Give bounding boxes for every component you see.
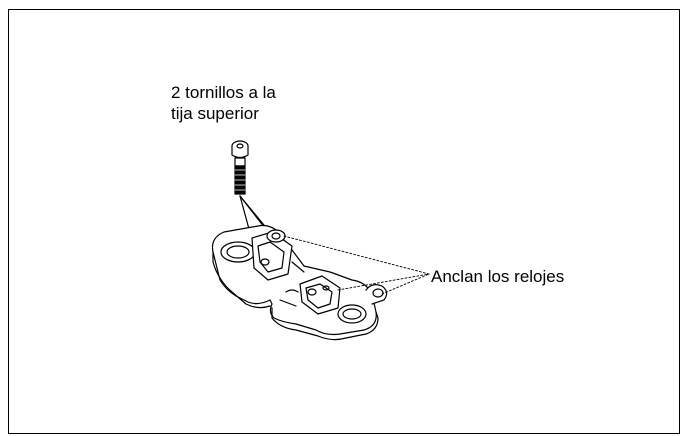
diagram-frame: [8, 9, 680, 434]
bolt-icon: [231, 140, 249, 195]
screws-label-line-2: tija superior: [171, 104, 259, 123]
screws-label-line-1: 2 tornillos a la: [171, 83, 276, 102]
clocks-callout-label: Anclan los relojes: [431, 267, 565, 286]
clocks-leader-lines: [283, 235, 430, 295]
instrument-bracket: [211, 224, 388, 341]
screws-callout-label: 2 tornillos a la tija superior: [171, 82, 276, 124]
